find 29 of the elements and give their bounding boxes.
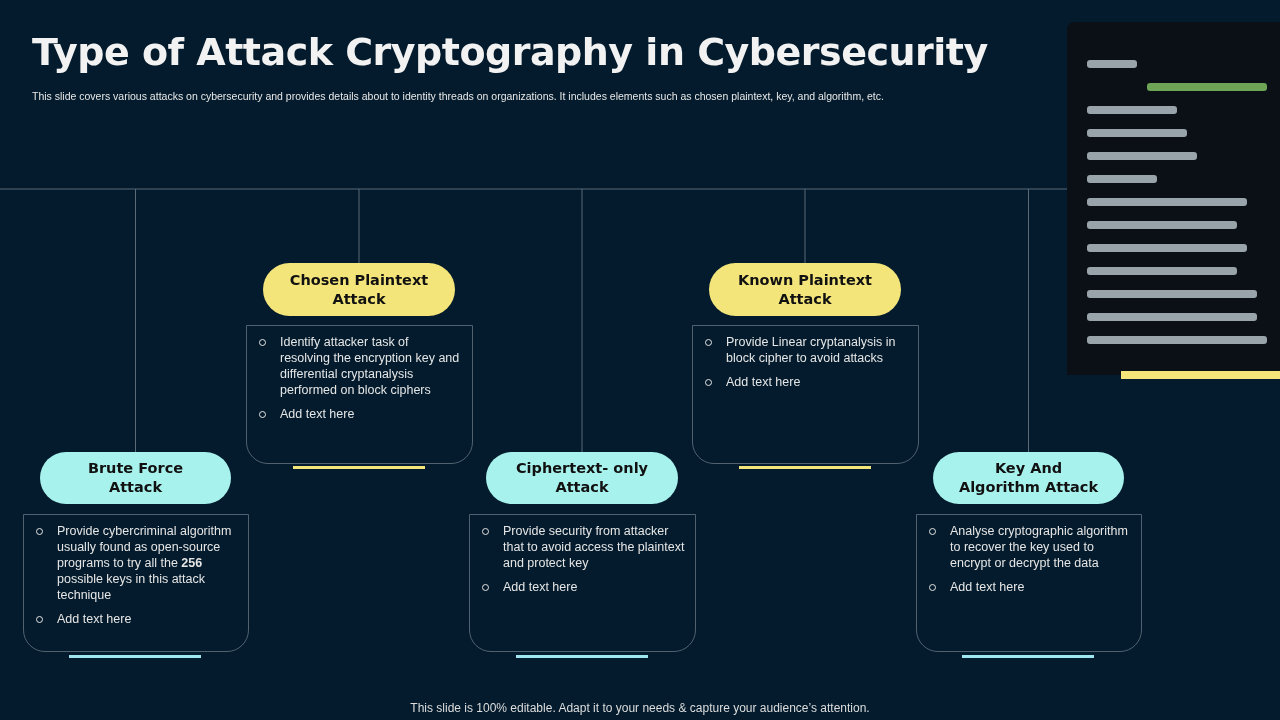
bullet-text: Add text here — [503, 579, 578, 595]
description-card — [246, 325, 473, 464]
bullet-text: Add text here — [280, 406, 355, 422]
connector-line — [804, 188, 806, 264]
bullet-text: Add text here — [57, 611, 132, 627]
connector-line — [135, 188, 136, 453]
attack-name-pill: Ciphertext- only Attack — [486, 452, 678, 504]
description-card — [23, 514, 249, 652]
connector-line — [358, 188, 360, 264]
attack-name-pill: Key And Algorithm Attack — [933, 452, 1124, 504]
connector-line — [581, 188, 583, 453]
bullet-text: Provide Linear cryptanalysis in block cipher to avoid attacks — [726, 334, 897, 366]
slide-title: Type of Attack Cryptography in Cybersecurity — [32, 30, 988, 74]
attack-name-pill: Known Plaintext Attack — [709, 263, 901, 316]
bullet-text: Provide security from attacker that to avoid access the plaintext and protect key — [503, 523, 685, 571]
connector-line — [1028, 188, 1029, 453]
footer-text: This slide is 100% editable. Adapt it to your needs & capture your audience’s attention. — [409, 701, 871, 715]
bullet-text: Add text here — [726, 374, 801, 390]
bullet-text: Identify attacker task of resolving the encryption key and differential cryptanalysis performed on block ciphers — [280, 334, 461, 398]
bullet-text: Analyse cryptographic algorithm to recover the key used to encrypt or decrypt the data — [950, 523, 1129, 571]
code-screen-picture — [1067, 22, 1280, 375]
description-card — [469, 514, 696, 652]
bullet-text: Provide cybercriminal algorithm usually found as open-source programs to try all the 256 possible keys in this attack technique — [57, 523, 233, 603]
description-card — [692, 325, 919, 464]
attack-name-pill: Brute Force Attack — [40, 452, 231, 504]
subtitle-text: This slide covers various attacks on cybersecurity and provides details about to identity threads on organizations. It includes elements such as chosen plaintext, key, and algorithm, etc. — [32, 90, 884, 102]
bullet-text: Add text here — [950, 579, 1025, 595]
attack-name-pill: Chosen Plaintext Attack — [263, 263, 455, 316]
description-card — [916, 514, 1142, 652]
